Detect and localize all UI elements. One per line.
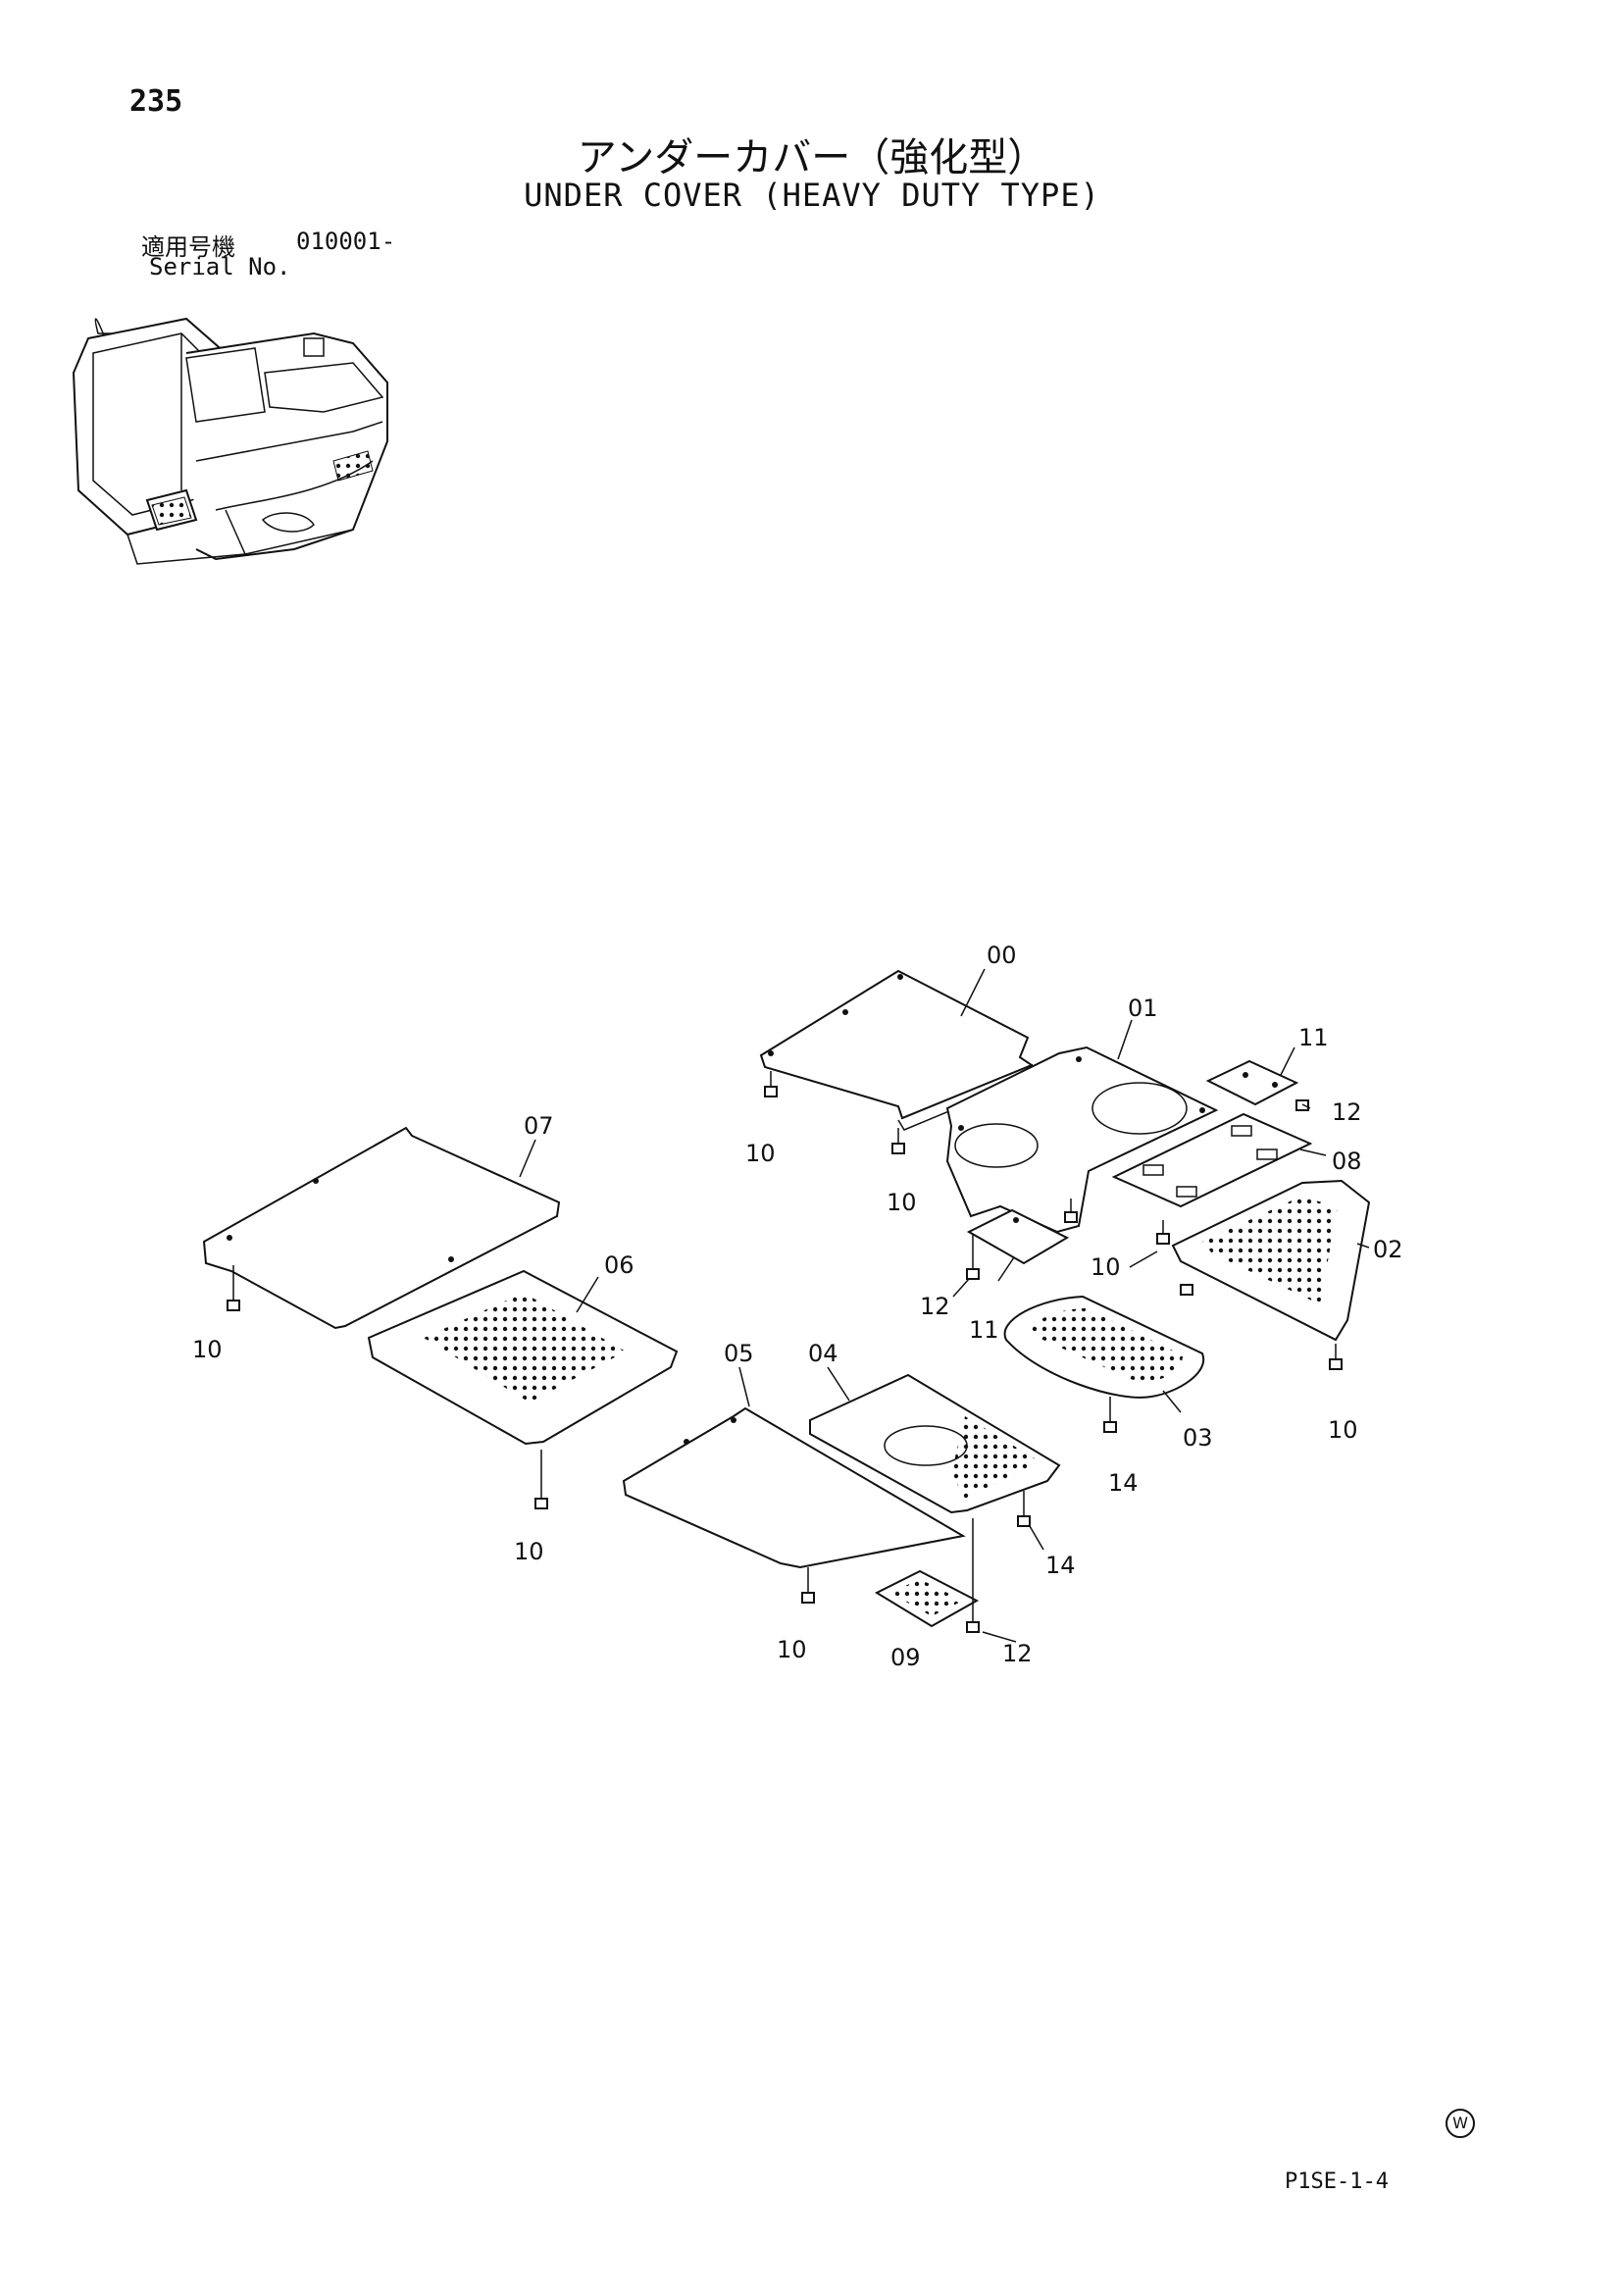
part-05-long-plate — [622, 1406, 966, 1569]
part-11-lower-small-plate — [966, 1208, 1070, 1265]
bolt-icons — [227, 1071, 1343, 1633]
callout-02: 02 — [1373, 1236, 1403, 1263]
callout-10-e: 10 — [192, 1336, 223, 1363]
leader-lines — [519, 968, 1370, 1643]
callout-12-c: 12 — [1002, 1640, 1033, 1667]
callout-08: 08 — [1332, 1148, 1362, 1175]
callout-10-d: 10 — [1328, 1416, 1358, 1444]
callout-14-b: 14 — [1045, 1552, 1076, 1579]
footer-page-code: P1SE-1-4 — [1285, 2169, 1389, 2194]
part-09-small-perforated-plate — [874, 1569, 980, 1628]
callout-10-c: 10 — [1091, 1253, 1121, 1281]
machine-thumbnail-illustration — [72, 317, 388, 565]
callout-09: 09 — [890, 1644, 921, 1671]
part-07-left-plate — [202, 1126, 561, 1330]
part-11-upper-small-plate — [1205, 1059, 1299, 1106]
part-01-center-plate — [945, 1046, 1219, 1234]
part-03-oval-perforated-plate — [1003, 1295, 1205, 1399]
callout-03: 03 — [1183, 1424, 1213, 1452]
serial-label-japanese: 適用号機 — [141, 233, 235, 261]
footer-mark-icon: W — [1446, 2109, 1475, 2138]
callout-01: 01 — [1128, 995, 1158, 1022]
callout-07: 07 — [524, 1112, 554, 1140]
callout-12-b: 12 — [920, 1293, 950, 1320]
part-02-right-perforated-plate — [1171, 1179, 1371, 1342]
callout-06: 06 — [604, 1251, 634, 1279]
callout-04: 04 — [808, 1340, 838, 1367]
callout-10-g: 10 — [777, 1636, 807, 1663]
page-title-english: UNDER COVER (HEAVY DUTY TYPE) — [524, 177, 1100, 214]
callout-12-a: 12 — [1332, 1098, 1362, 1126]
callout-10-a: 10 — [745, 1140, 776, 1167]
page-number: 235 — [129, 84, 183, 119]
part-04-perforated-plate-with-hole — [809, 1373, 1061, 1514]
part-06-left-perforated-plate — [367, 1269, 679, 1446]
part-00-under-cover-plate — [759, 969, 1035, 1131]
callout-11-b: 11 — [969, 1316, 999, 1344]
callout-05: 05 — [724, 1340, 754, 1367]
callout-11-a: 11 — [1298, 1024, 1329, 1051]
callout-00: 00 — [987, 942, 1017, 969]
serial-number-value: 010001- — [296, 228, 396, 255]
callout-10-f: 10 — [514, 1538, 544, 1565]
part-08-bracket-plate — [1111, 1112, 1313, 1208]
callout-10-b: 10 — [887, 1189, 917, 1216]
serial-label-english: Serial No. — [149, 253, 291, 281]
page-title-japanese: アンダーカバー（強化型） — [577, 135, 1047, 180]
callout-labels: 00 01 02 03 04 05 06 07 08 09 10 10 10 1… — [192, 942, 1403, 1671]
callout-14-a: 14 — [1108, 1469, 1139, 1497]
